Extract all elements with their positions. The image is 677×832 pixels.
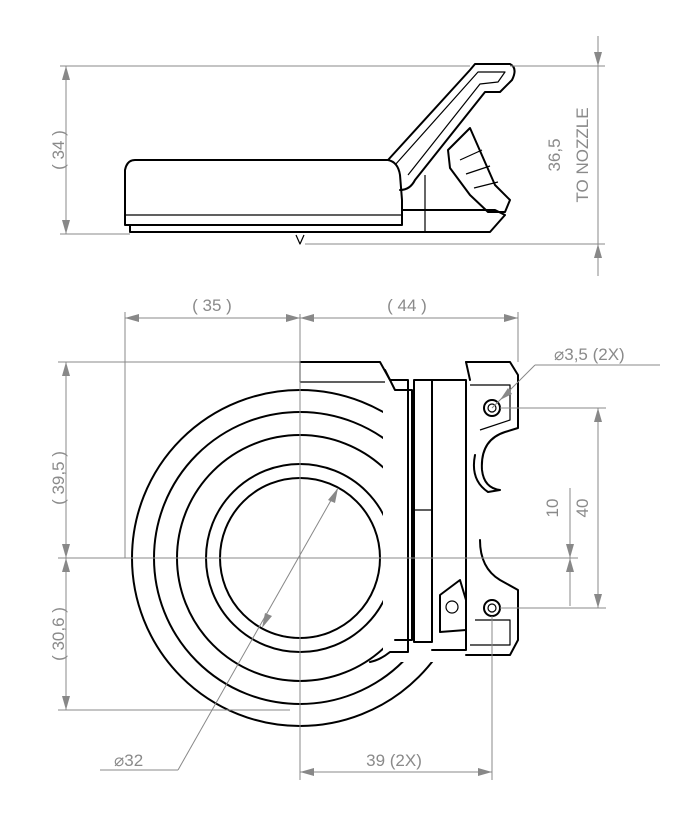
dim-39-2x: 39 (2X) — [366, 751, 422, 770]
side-view-body — [124, 159, 403, 226]
dim-30-6: ( 30,6 ) — [49, 607, 68, 661]
hole-callout: ⌀3,5 (2X) — [554, 345, 625, 364]
dim-to-nozzle-note: TO NOZZLE — [573, 107, 592, 202]
dim-35: ( 35 ) — [192, 296, 232, 315]
clamp-ear — [465, 361, 519, 493]
side-view-nozzle — [447, 127, 511, 213]
top-view: ( 35 ) ( 44 ) ( 39,5 ) ( 30,6 ) ⌀3,5 (2X… — [49, 296, 660, 780]
side-view: ( 34 ) 36,5 TO NOZZLE — [49, 36, 605, 276]
side-view-lever — [387, 63, 516, 191]
dim-36-5: 36,5 — [545, 138, 564, 171]
dim-44: ( 44 ) — [387, 296, 427, 315]
clamp-body — [299, 361, 409, 663]
dim-39-5: ( 39,5 ) — [49, 451, 68, 505]
dim-34: ( 34 ) — [49, 130, 68, 170]
dim-40: 40 — [573, 499, 592, 518]
dim-diameter-32: ⌀32 — [114, 751, 143, 770]
dim-10: 10 — [543, 499, 562, 518]
